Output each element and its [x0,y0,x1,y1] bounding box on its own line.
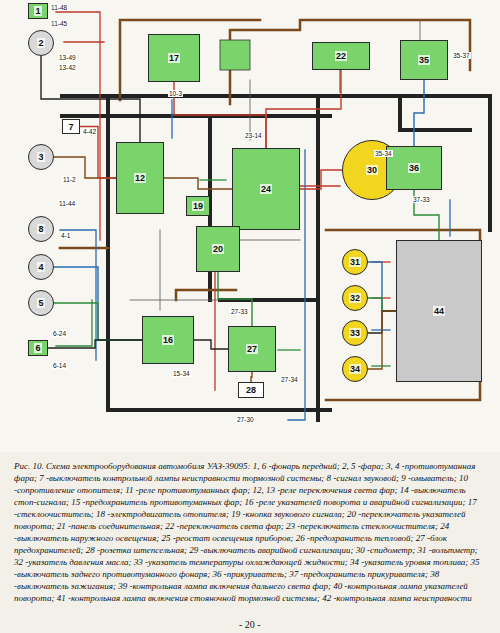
wire-code: 13-42 [58,64,77,71]
wire-code: 4-1 [60,232,71,239]
component-box: 22 [312,42,370,70]
wire [251,372,252,382]
wire [48,340,142,348]
wire-code: 13-49 [58,54,77,61]
callout-number: 8 [37,224,44,234]
callout-number: 30 [366,165,378,175]
component-box: 6 [28,340,48,356]
callout-number: 16 [162,335,174,345]
callout-number: 27 [246,344,258,354]
wire [368,311,396,369]
callout-number: 22 [335,51,347,61]
wire [54,303,142,340]
round-component: 2 [28,30,54,56]
wire-code: 11-44 [58,200,76,207]
callout-number: 7 [67,122,74,132]
wire-code: 27-34 [280,376,299,383]
callout-number: 2 [37,38,44,48]
page-number: - 20 - [238,619,262,631]
component-box: 12 [116,142,164,214]
wire [80,127,116,179]
component-box: 27 [228,326,276,372]
wire-code: 27-30 [236,416,255,423]
callout-number: 3 [37,152,44,162]
component-box: 17 [148,34,200,82]
wire [300,170,342,189]
wire-code: 23-14 [244,132,263,139]
wire-code: 6-24 [52,330,67,337]
round-component: 3 [28,144,54,170]
callout-number: 31 [349,257,361,267]
wire [194,340,228,349]
callout-number: 17 [168,53,180,63]
component-box: 35 [400,40,448,80]
wire [368,298,396,311]
wire [54,267,142,340]
callout-number: 12 [134,173,146,183]
wire-code: 10-3 [168,90,183,97]
round-component: 34 [342,356,368,382]
callout-number: 44 [433,306,445,316]
callout-number: 34 [349,364,361,374]
wire [54,157,116,178]
round-component: 4 [28,254,54,280]
round-component: 8 [28,216,54,242]
wire [218,272,252,326]
callout-number: 19 [192,201,204,211]
wire-code: 15-34 [172,370,191,377]
component-box: 19 [186,196,210,216]
callout-number: 20 [212,244,224,254]
callout-number: 1 [34,6,41,16]
wire-code: 6-14 [52,362,67,369]
round-component: 5 [28,290,54,316]
callout-number: 36 [408,163,420,173]
wire [368,262,396,311]
round-component: 31 [342,249,368,275]
wire-code: 37-33 [412,196,431,203]
component-box: 24 [232,148,300,230]
callout-number: 24 [260,184,272,194]
figure-caption: Рис. 10. Схема электрооборудования автом… [14,460,486,604]
callout-number: 32 [349,293,361,303]
callout-number: 6 [34,343,41,353]
callout-number: 5 [37,298,44,308]
wire-code: 27-33 [230,308,249,315]
callout-number: 33 [349,328,361,338]
wire [266,70,341,148]
wire-code: 35-37 [452,52,471,59]
wire-code: 11-45 [50,20,68,27]
wire-code: 11-48 [50,4,68,11]
component-box: 1 [28,3,48,19]
wire [164,178,232,189]
round-component: 33 [342,320,368,346]
wire [174,82,266,148]
wire [414,80,424,146]
wire-code: 4-42 [82,128,97,135]
component-box: 28 [238,382,264,398]
callout-number: 4 [37,262,44,272]
wire [41,56,140,142]
round-component: 32 [342,285,368,311]
component-box: 44 [396,240,482,382]
component-box: 20 [196,226,240,272]
callout-number: 35 [418,55,430,65]
component-box: 16 [142,316,194,364]
wire-code: 11-2 [62,176,77,183]
wire-code: 35-34 [374,150,393,157]
component-box: 7 [62,119,80,134]
callout-number: 28 [245,385,257,395]
component-box: 36 [386,146,442,190]
